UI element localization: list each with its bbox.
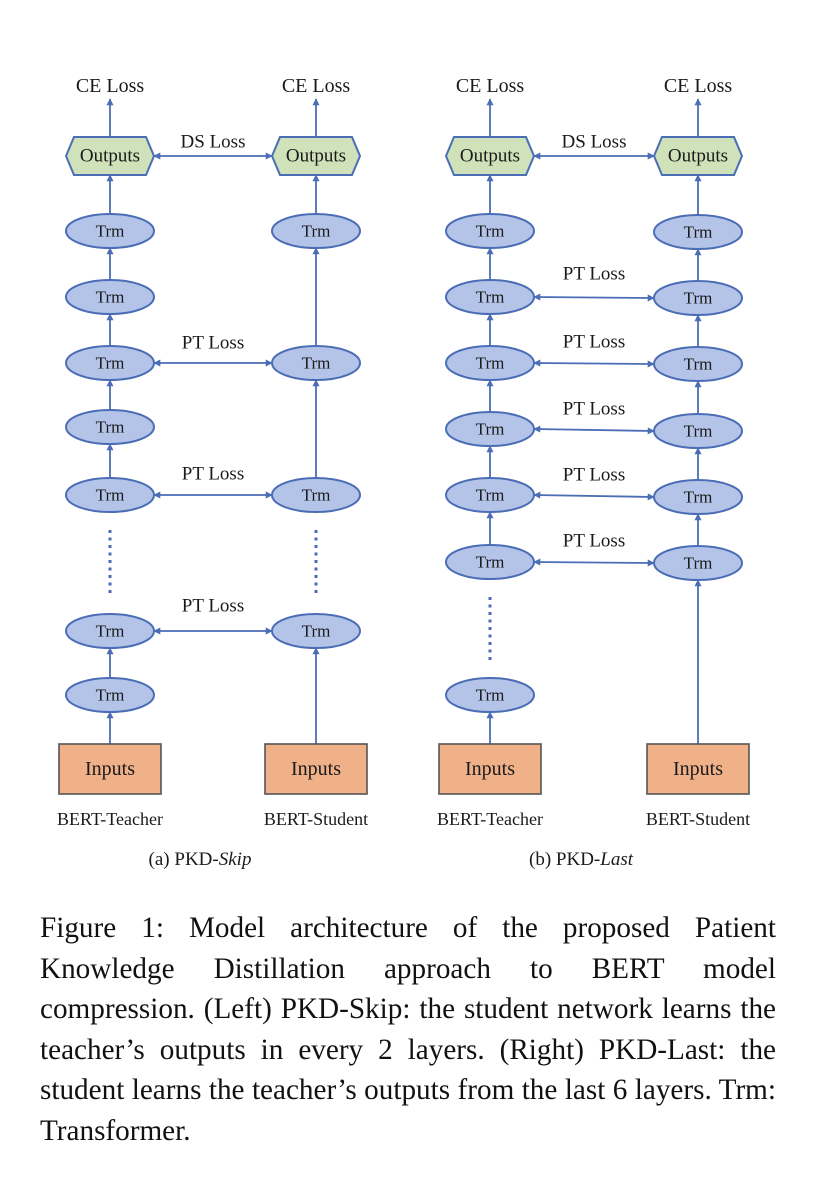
last-teacher-outputs-node-label: Outputs [460,146,520,167]
last-student-inputs-node-label: Inputs [673,758,723,780]
last-teacher-trm-node-label: Trm [476,553,505,572]
last-student-trm-node [653,413,743,449]
skip-teacher-trm-node [65,613,155,649]
last-teacher-inputs-node-label: Inputs [465,758,515,780]
skip-teacher-ce-loss-label: CE Loss [76,75,145,97]
last-teacher-trm-node-label: Trm [476,486,505,505]
pkd-architecture-diagram: OutputsTrmTrmTrmTrmTrmTrmTrmInputsOutput… [57,75,750,870]
last-pt-loss-arrow [533,558,655,567]
skip-student-ce-loss-label: CE Loss [282,75,351,97]
last-teacher-trm-node [445,477,535,513]
skip-teacher-model-label: BERT-Teacher [57,809,163,829]
last-pt-loss-label: PT Loss [563,264,625,285]
skip-student-inputs-node [264,743,368,795]
skip-teacher-trm-node-label: Trm [96,354,125,373]
last-pt-loss-label: PT Loss [563,531,625,552]
last-teacher-inputs-node [438,743,542,795]
skip-student-inputs-node-label: Inputs [291,758,341,780]
last-teacher-trm-node-label: Trm [476,686,505,705]
skip-student-trm-node [271,213,361,249]
last-subcaption-name: Last [599,849,633,870]
last-student-trm-node [653,214,743,250]
last-teacher-model-label: BERT-Teacher [437,809,543,829]
last-student-trm-node [653,479,743,515]
last-pt-loss-label: PT Loss [563,399,625,420]
last-teacher-trm-node [445,279,535,315]
last-teacher-trm-node-label: Trm [476,288,505,307]
skip-student-trm-node-label: Trm [302,222,331,241]
last-subcaption-prefix: (b) PKD- [529,849,600,870]
skip-subcaption: (a) PKD-Skip [149,849,252,870]
skip-student-model-label: BERT-Student [264,809,368,829]
skip-teacher-trm-node-label: Trm [96,686,125,705]
last-pt-loss-arrow [533,293,655,302]
last-student-outputs-node-label: Outputs [668,146,728,167]
skip-teacher-trm-node [65,279,155,315]
skip-teacher-trm-node [65,213,155,249]
last-student-trm-node-label: Trm [684,289,713,308]
last-student-trm-node [653,545,743,581]
last-pt-loss-arrow [533,491,655,501]
last-teacher-ce-loss-label: CE Loss [456,75,525,97]
skip-teacher-trm-node-label: Trm [96,486,125,505]
skip-teacher-trm-node-label: Trm [96,622,125,641]
skip-student-trm-node-label: Trm [302,354,331,373]
last-teacher-trm-node [445,544,535,580]
skip-teacher-trm-node [65,677,155,713]
last-pt-loss-arrow [533,359,655,368]
last-teacher-outputs-node [444,136,536,176]
skip-teacher-trm-node-label: Trm [96,288,125,307]
last-student-trm-node-label: Trm [684,488,713,507]
skip-teacher-trm-node [65,409,155,445]
last-student-trm-node-label: Trm [684,355,713,374]
last-teacher-trm-node-label: Trm [476,354,505,373]
skip-subcaption-name: Skip [219,849,252,870]
skip-pt-loss-label: PT Loss [182,333,244,354]
skip-pt-loss-label: PT Loss [182,464,244,485]
last-teacher-trm-node-label: Trm [476,420,505,439]
figure-caption: Figure 1: Model architecture of the prop… [40,912,776,1147]
last-student-model-label: BERT-Student [646,809,750,829]
skip-student-trm-node [271,613,361,649]
last-teacher-trm-node [445,411,535,447]
skip-student-trm-node [271,477,361,513]
last-student-inputs-node [646,743,750,795]
last-ds-loss-label: DS Loss [562,132,627,153]
skip-teacher-inputs-node-label: Inputs [85,758,135,780]
last-student-ce-loss-label: CE Loss [664,75,733,97]
last-student-trm-node [653,280,743,316]
skip-teacher-inputs-node [58,743,162,795]
skip-ds-loss-label: DS Loss [181,132,246,153]
skip-teacher-trm-node [65,477,155,513]
skip-teacher-outputs-node-label: Outputs [80,146,140,167]
last-pt-loss-label: PT Loss [563,332,625,353]
skip-teacher-trm-node-label: Trm [96,222,125,241]
connector-arrows [106,98,702,744]
last-student-trm-node-label: Trm [684,554,713,573]
last-student-outputs-node [652,136,744,176]
skip-teacher-outputs-node [64,136,156,176]
skip-student-trm-node [271,345,361,381]
skip-pt-loss-label: PT Loss [182,596,244,617]
last-pt-loss-arrow [533,425,655,435]
last-student-trm-node-label: Trm [684,422,713,441]
diagram-nodes: OutputsTrmTrmTrmTrmTrmTrmTrmInputsOutput… [58,136,750,795]
last-teacher-trm-node [445,677,535,713]
skip-student-trm-node-label: Trm [302,486,331,505]
last-student-trm-node [653,346,743,382]
last-teacher-trm-node [445,213,535,249]
skip-teacher-trm-node-label: Trm [96,418,125,437]
skip-student-trm-node-label: Trm [302,622,331,641]
skip-student-outputs-node [270,136,362,176]
last-student-trm-node-label: Trm [684,223,713,242]
last-teacher-trm-node-label: Trm [476,222,505,241]
last-teacher-trm-node [445,345,535,381]
skip-student-outputs-node-label: Outputs [286,146,346,167]
last-subcaption: (b) PKD-Last [529,849,634,870]
last-pt-loss-label: PT Loss [563,465,625,486]
skip-teacher-trm-node [65,345,155,381]
skip-subcaption-prefix: (a) PKD- [149,849,219,870]
